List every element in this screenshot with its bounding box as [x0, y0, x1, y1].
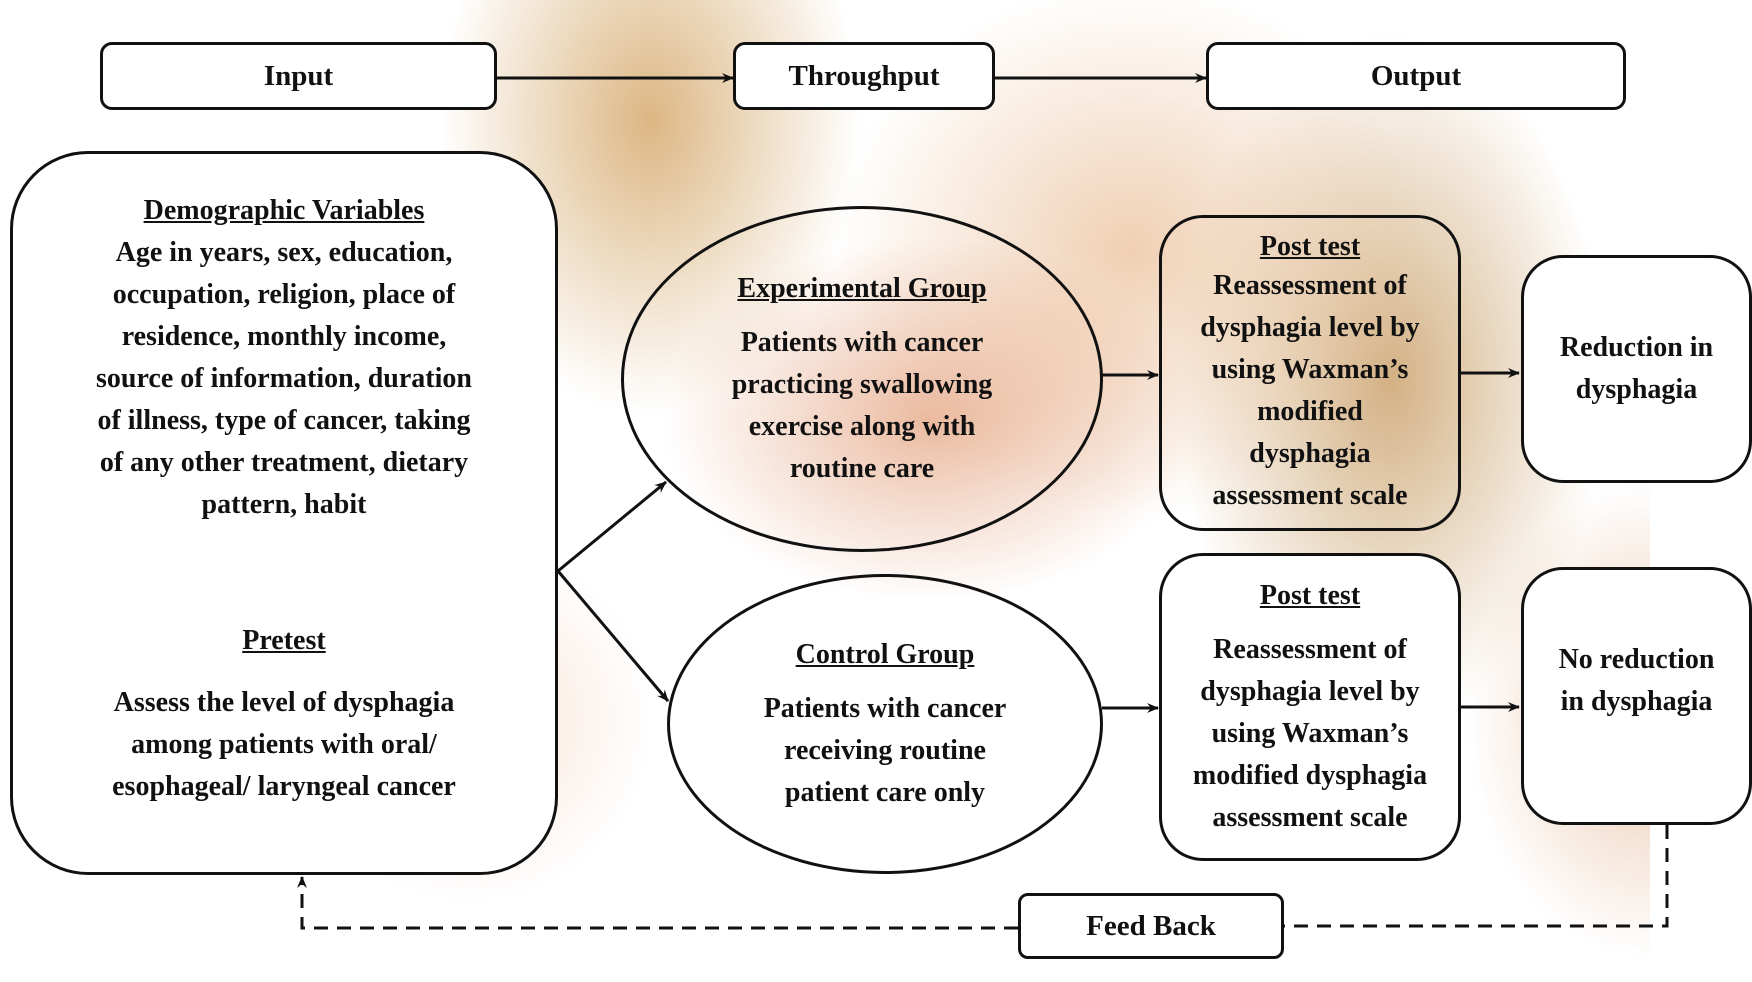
arrow-to-experimental: [558, 482, 666, 571]
posttest-control-box: Post test Reassessment of dysphagia leve…: [1159, 553, 1461, 861]
demographic-line: occupation, religion, place of: [96, 274, 472, 316]
no-reduction-result-box: No reduction in dysphagia: [1521, 567, 1752, 825]
pretest-title: Pretest: [112, 620, 456, 662]
experimental-line: routine care: [732, 448, 993, 490]
output-stage-label: Output: [1371, 60, 1461, 93]
result-line: in dysphagia: [1559, 681, 1715, 723]
demographic-line: of any other treatment, dietary: [96, 442, 472, 484]
input-stage-box: Input: [100, 42, 497, 110]
posttest-line: using Waxman’s: [1193, 713, 1427, 755]
experimental-title: Experimental Group: [732, 268, 993, 310]
demographic-section: Demographic Variables Age in years, sex,…: [96, 190, 472, 526]
posttest-line: assessment scale: [1200, 475, 1419, 517]
demographic-line: Age in years, sex, education,: [96, 232, 472, 274]
output-stage-box: Output: [1206, 42, 1626, 110]
posttest-line: dysphagia level by: [1200, 307, 1419, 349]
experimental-line: Patients with cancer: [732, 322, 993, 364]
posttest-line: using Waxman’s: [1200, 349, 1419, 391]
result-line: No reduction: [1559, 639, 1715, 681]
posttest-line: Reassessment of: [1193, 629, 1427, 671]
posttest-line: Reassessment of: [1200, 265, 1419, 307]
reduction-result-box: Reduction in dysphagia: [1521, 255, 1752, 483]
result-line: Reduction in: [1560, 327, 1713, 369]
result-line: dysphagia: [1560, 369, 1713, 411]
demographic-line: of illness, type of cancer, taking: [96, 400, 472, 442]
pretest-section: Pretest Assess the level of dysphagia am…: [112, 620, 456, 808]
posttest-line: modified: [1200, 391, 1419, 433]
feedback-label: Feed Back: [1086, 910, 1216, 943]
arrow-to-control: [558, 571, 668, 701]
experimental-line: practicing swallowing: [732, 364, 993, 406]
demographic-title: Demographic Variables: [96, 190, 472, 232]
feedback-box: Feed Back: [1018, 893, 1284, 959]
experimental-group-ellipse: Experimental Group Patients with cancer …: [621, 206, 1103, 552]
input-stage-label: Input: [264, 60, 333, 93]
demographic-line: source of information, duration: [96, 358, 472, 400]
posttest-experimental-box: Post test Reassessment of dysphagia leve…: [1159, 215, 1461, 531]
posttest-line: assessment scale: [1193, 797, 1427, 839]
posttest-title: Post test: [1193, 575, 1427, 617]
experimental-line: exercise along with: [732, 406, 993, 448]
pretest-line: esophageal/ laryngeal cancer: [112, 766, 456, 808]
control-title: Control Group: [764, 634, 1007, 676]
control-group-ellipse: Control Group Patients with cancer recei…: [667, 574, 1103, 874]
posttest-line: dysphagia: [1200, 433, 1419, 475]
feedback-dashed-left: [302, 877, 1018, 928]
demographic-line: pattern, habit: [96, 484, 472, 526]
pretest-line: Assess the level of dysphagia: [112, 682, 456, 724]
demographic-line: residence, monthly income,: [96, 316, 472, 358]
posttest-line: modified dysphagia: [1193, 755, 1427, 797]
control-line: receiving routine: [764, 730, 1007, 772]
pretest-line: among patients with oral/: [112, 724, 456, 766]
throughput-stage-label: Throughput: [789, 60, 940, 93]
posttest-line: dysphagia level by: [1193, 671, 1427, 713]
posttest-title: Post test: [1200, 229, 1419, 265]
control-line: patient care only: [764, 772, 1007, 814]
control-line: Patients with cancer: [764, 688, 1007, 730]
input-variables-box: Demographic Variables Age in years, sex,…: [10, 151, 558, 875]
throughput-stage-box: Throughput: [733, 42, 995, 110]
